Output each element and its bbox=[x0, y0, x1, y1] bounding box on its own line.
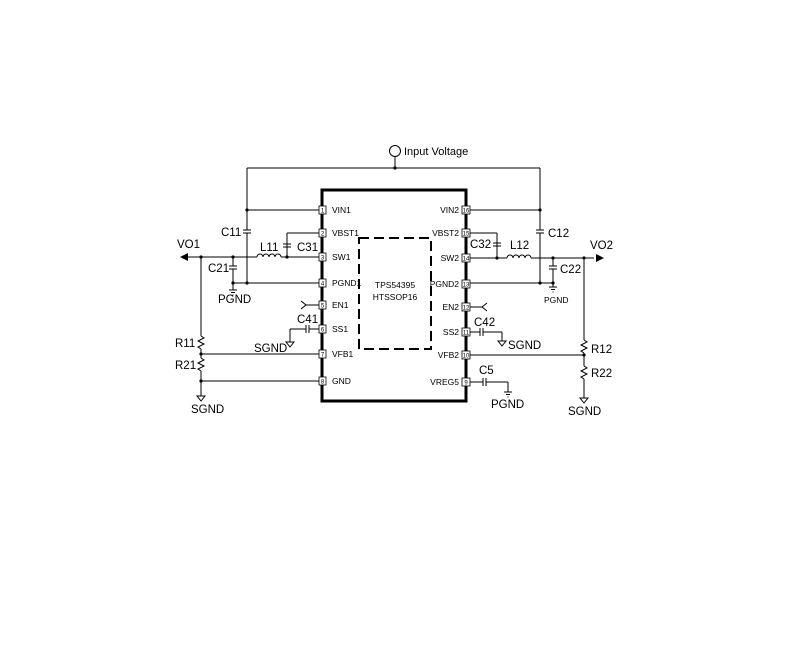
sgnd-ground-icon-right bbox=[578, 397, 590, 404]
capacitor-c42 bbox=[479, 328, 484, 336]
c12-label: C12 bbox=[548, 228, 569, 240]
svg-text:6: 6 bbox=[321, 328, 325, 334]
input-voltage-label: Input Voltage bbox=[404, 146, 468, 158]
vo2-label: VO2 bbox=[590, 240, 613, 252]
vo1-label: VO1 bbox=[177, 239, 200, 251]
c32-label: C32 bbox=[470, 239, 491, 251]
c31-label: C31 bbox=[297, 242, 318, 254]
svg-text:VFB1: VFB1 bbox=[332, 349, 354, 359]
ic-body bbox=[320, 188, 468, 403]
capacitor-c5 bbox=[482, 378, 487, 386]
svg-text:PGND2: PGND2 bbox=[430, 279, 460, 289]
svg-text:14: 14 bbox=[463, 257, 470, 263]
svg-text:GND: GND bbox=[332, 376, 351, 386]
pgnd-ground-icon bbox=[229, 289, 237, 296]
l11-label: L11 bbox=[260, 242, 278, 254]
c41-label: C41 bbox=[297, 314, 318, 326]
sgnd-ground-icon-ss2 bbox=[496, 340, 508, 347]
capacitor-c31 bbox=[283, 243, 291, 248]
sgnd-ground-icon bbox=[284, 341, 296, 348]
svg-text:10: 10 bbox=[463, 354, 470, 360]
svg-text:SS2: SS2 bbox=[443, 327, 459, 337]
resistor-r12 bbox=[579, 339, 589, 354]
sgnd-ground-icon-left bbox=[195, 395, 207, 402]
thermal-pad bbox=[358, 237, 432, 350]
sgnd-label-left: SGND bbox=[191, 404, 224, 416]
svg-text:16: 16 bbox=[463, 209, 470, 215]
svg-text:VREG5: VREG5 bbox=[430, 377, 459, 387]
en1-open-terminal-icon bbox=[300, 300, 307, 310]
capacitor-c12 bbox=[536, 229, 544, 234]
resistor-r21 bbox=[196, 357, 206, 372]
svg-text:4: 4 bbox=[321, 282, 325, 288]
input-voltage-terminal bbox=[389, 145, 401, 157]
svg-text:PGND1: PGND1 bbox=[332, 278, 362, 288]
left-pin-numbers: 1 2 3 4 5 6 7 8 bbox=[321, 209, 325, 386]
right-pin-names: VIN2 VBST2 SW2 PGND2 EN2 SS2 VFB2 VREG5 bbox=[430, 205, 460, 387]
svg-text:5: 5 bbox=[321, 304, 325, 310]
svg-text:VBST2: VBST2 bbox=[432, 228, 459, 238]
svg-text:11: 11 bbox=[463, 331, 470, 337]
svg-text:SW2: SW2 bbox=[441, 253, 460, 263]
ic-package: HTSSOP16 bbox=[373, 292, 418, 302]
capacitor-c22 bbox=[549, 265, 557, 270]
sgnd-label-right: SGND bbox=[568, 406, 601, 418]
c11-label: C11 bbox=[221, 227, 241, 239]
l12-label: L12 bbox=[510, 240, 529, 252]
r12-label: R12 bbox=[591, 344, 612, 356]
left-pin-names: VIN1 VBST1 SW1 PGND1 EN1 SS1 VFB1 GND bbox=[332, 205, 362, 386]
r22-label: R22 bbox=[591, 368, 612, 380]
svg-text:EN2: EN2 bbox=[442, 302, 459, 312]
c42-label: C42 bbox=[474, 317, 495, 329]
resistor-r22 bbox=[579, 365, 589, 380]
svg-text:13: 13 bbox=[463, 283, 470, 289]
left-pins bbox=[318, 205, 327, 386]
r11-label: R11 bbox=[175, 338, 195, 350]
svg-text:3: 3 bbox=[321, 256, 325, 262]
svg-text:2: 2 bbox=[321, 232, 325, 238]
svg-text:EN1: EN1 bbox=[332, 300, 349, 310]
svg-text:VIN1: VIN1 bbox=[332, 205, 351, 215]
pgnd-ground-icon-c5 bbox=[504, 391, 512, 398]
capacitor-c21 bbox=[229, 265, 237, 270]
svg-text:15: 15 bbox=[463, 232, 470, 238]
en2-open-terminal-icon bbox=[481, 302, 488, 312]
c22-label: C22 bbox=[560, 264, 581, 276]
svg-text:1: 1 bbox=[321, 209, 325, 215]
vo2-arrow-icon bbox=[596, 254, 604, 262]
r21-label: R21 bbox=[175, 360, 196, 372]
svg-text:9: 9 bbox=[464, 381, 468, 387]
right-pin-numbers: 16 15 14 13 12 11 10 9 bbox=[463, 209, 470, 387]
svg-text:8: 8 bbox=[321, 380, 325, 386]
c21-label: C21 bbox=[208, 263, 229, 275]
svg-text:VBST1: VBST1 bbox=[332, 228, 359, 238]
svg-text:12: 12 bbox=[463, 306, 470, 312]
pgnd-label-left: PGND bbox=[218, 294, 251, 306]
inductor-l12 bbox=[506, 254, 532, 259]
svg-text:SW1: SW1 bbox=[332, 252, 351, 262]
svg-text:VIN2: VIN2 bbox=[440, 205, 459, 215]
vo1-arrow-icon bbox=[180, 253, 188, 261]
svg-text:SS1: SS1 bbox=[332, 324, 348, 334]
svg-text:VFB2: VFB2 bbox=[438, 350, 460, 360]
ic-part-number: TPS54395 bbox=[375, 280, 415, 290]
sgnd-label-ss1: SGND bbox=[254, 343, 287, 355]
sgnd-label-ss2: SGND bbox=[508, 340, 541, 352]
c5-label: C5 bbox=[479, 365, 494, 377]
pgnd-label-right: PGND bbox=[544, 295, 569, 305]
pgnd-ground-icon-right bbox=[549, 286, 557, 293]
svg-text:7: 7 bbox=[321, 353, 325, 359]
inductor-l11 bbox=[256, 253, 282, 258]
capacitor-c41 bbox=[305, 325, 310, 333]
pgnd-label-c5: PGND bbox=[491, 399, 524, 411]
capacitor-c11 bbox=[243, 229, 251, 234]
resistor-r11 bbox=[196, 335, 206, 350]
capacitor-c32 bbox=[493, 242, 501, 247]
